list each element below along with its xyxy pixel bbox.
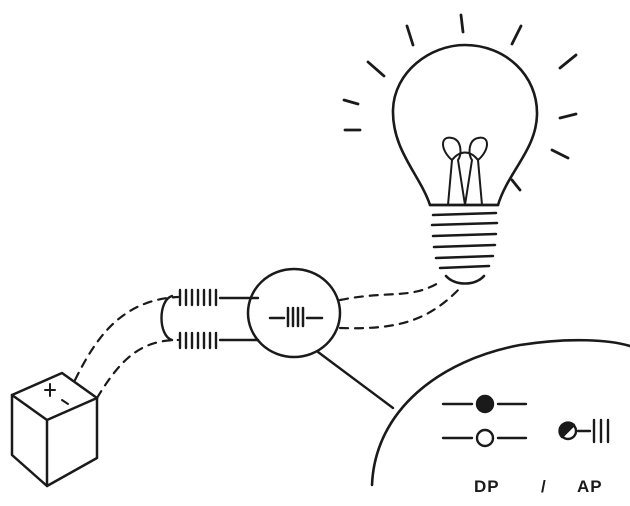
label-separator: / [541,477,547,497]
switch-on-symbol [443,396,526,412]
bulb-wires [340,282,462,328]
label-dp: DP [474,477,500,497]
callout-line [318,352,393,408]
half-filled-switch-symbol [560,420,608,442]
label-ap: AP [577,477,603,497]
socket-circle [248,269,340,357]
connector-bundle [162,290,259,348]
lightbulb-icon [393,45,537,284]
battery-icon [12,373,97,486]
switch-off-symbol [443,430,526,446]
light-rays [344,15,576,190]
magnified-view [372,340,630,485]
